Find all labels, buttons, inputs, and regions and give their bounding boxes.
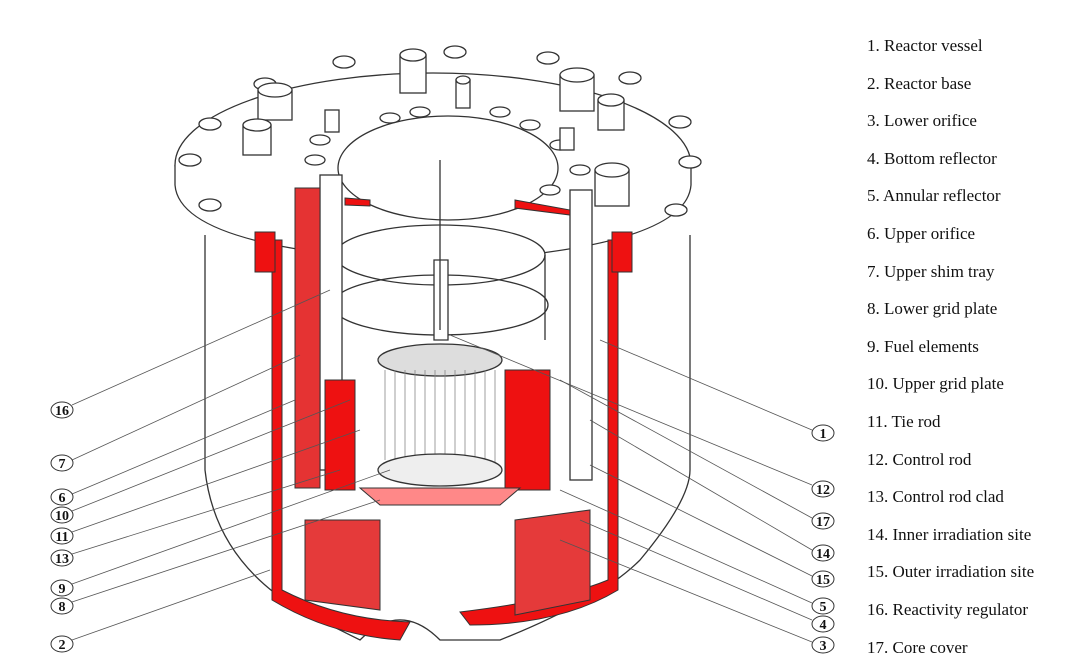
legend-item: 12. Control rod [867, 449, 972, 469]
svg-text:11: 11 [55, 530, 68, 545]
legend-item: 7. Upper shim tray [867, 261, 995, 281]
callout-12: 12 [811, 480, 835, 498]
callout-2: 2 [50, 635, 74, 653]
svg-text:1: 1 [820, 427, 827, 442]
svg-text:2: 2 [59, 638, 66, 653]
callout-3: 3 [811, 636, 835, 654]
callout-5: 5 [811, 597, 835, 615]
legend-item: 5. Annular reflector [867, 186, 1001, 206]
callout-6: 6 [50, 488, 74, 506]
svg-text:16: 16 [55, 404, 69, 419]
svg-text:9: 9 [59, 582, 66, 597]
legend-item: 2. Reactor base [867, 73, 972, 93]
callout-14: 14 [811, 544, 835, 562]
callout-8: 8 [50, 597, 74, 615]
legend-item: 15. Outer irradiation site [867, 562, 1035, 582]
legend-item: 13. Control rod clad [867, 487, 1004, 507]
legend-item: 6. Upper orifice [867, 223, 976, 243]
callout-11: 11 [50, 527, 74, 545]
svg-text:5: 5 [820, 600, 827, 615]
legend-item: 8. Lower grid plate [867, 299, 998, 319]
callout-15: 15 [811, 570, 835, 588]
svg-text:17: 17 [816, 515, 830, 530]
callout-4: 4 [811, 615, 835, 633]
svg-text:6: 6 [59, 491, 66, 506]
callout-17: 17 [811, 512, 835, 530]
svg-text:7: 7 [59, 457, 66, 472]
callout-1: 1 [811, 424, 835, 442]
legend-item: 10. Upper grid plate [867, 374, 1004, 394]
svg-text:15: 15 [816, 573, 830, 588]
callout-13: 13 [50, 549, 74, 567]
callout-16: 16 [50, 401, 74, 419]
svg-text:10: 10 [55, 509, 69, 524]
legend-item: 9. Fuel elements [867, 336, 979, 356]
svg-text:4: 4 [820, 618, 827, 633]
legend-item: 11. Tie rod [867, 411, 941, 431]
legend-item: 14. Inner irradiation site [867, 524, 1032, 544]
svg-text:3: 3 [820, 639, 827, 654]
callout-9: 9 [50, 579, 74, 597]
parts-legend: 1. Reactor vessel 2. Reactor base 3. Low… [867, 36, 1034, 669]
svg-text:14: 14 [816, 547, 830, 562]
callout-7: 7 [50, 454, 74, 472]
svg-text:8: 8 [59, 600, 66, 615]
vessel-wall-section [271, 239, 411, 641]
legend-item: 16. Reactivity regulator [867, 599, 1028, 619]
legend-item: 3. Lower orifice [867, 111, 977, 131]
svg-text:13: 13 [55, 552, 69, 567]
legend-item: 4. Bottom reflector [867, 148, 997, 168]
legend-item: 1. Reactor vessel [867, 36, 983, 55]
callout-10: 10 [50, 506, 74, 524]
legend-item: 17. Core cover [867, 637, 968, 657]
svg-text:12: 12 [816, 483, 830, 498]
